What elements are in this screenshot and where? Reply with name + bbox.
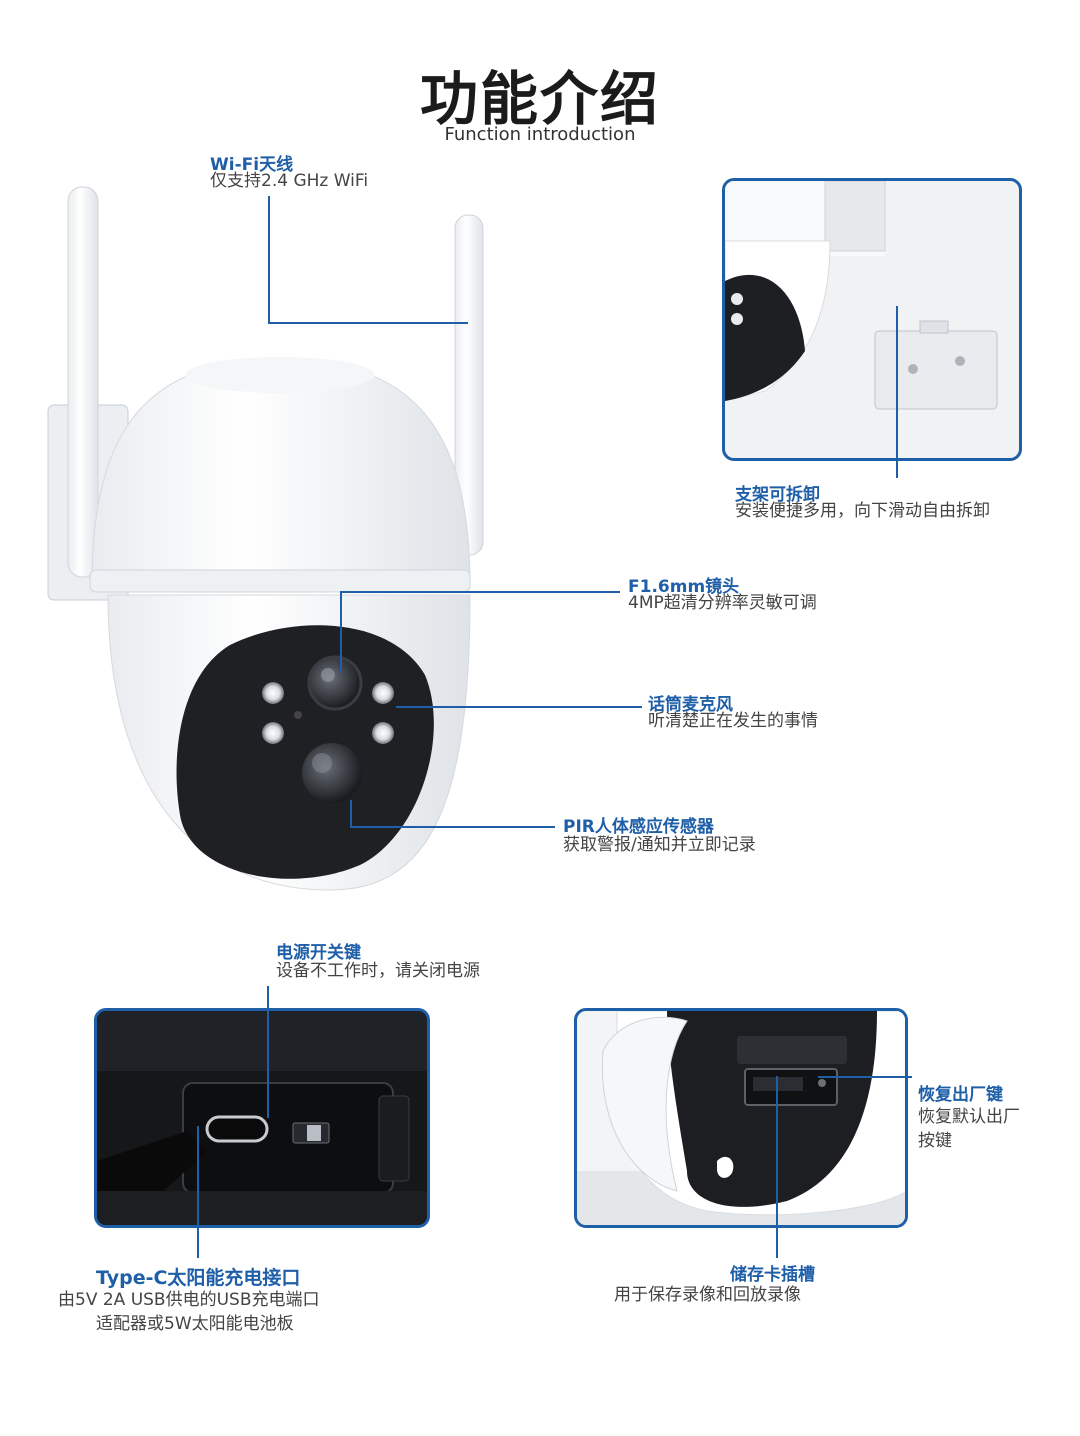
power-desc: 设备不工作时，请关闭电源 — [276, 961, 480, 981]
lens-title: F1.6mm镜头 — [628, 577, 740, 597]
wifi-title: Wi-Fi天线 — [210, 155, 294, 175]
lens-callout-line-v — [340, 591, 342, 673]
reset-desc-2: 按键 — [918, 1131, 952, 1151]
sdcard-panel — [574, 1008, 908, 1228]
page-subtitle: Function introduction — [444, 124, 636, 145]
typec-callout-line — [197, 1126, 199, 1258]
pir-callout-line-h — [350, 826, 555, 828]
camera-main-image — [30, 175, 510, 895]
power-callout-line — [267, 986, 269, 1118]
wifi-desc: 仅支持2.4 GHz WiFi — [210, 171, 369, 191]
lens-callout-line-h — [340, 591, 620, 593]
bracket-callout-line — [896, 306, 898, 478]
mic-title: 话筒麦克风 — [648, 695, 733, 715]
pir-title: PIR人体感应传感器 — [563, 817, 714, 837]
typec-title: Type-C太阳能充电接口 — [96, 1267, 301, 1289]
mic-callout-line — [396, 706, 642, 708]
typec-desc-2: 适配器或5W太阳能电池板 — [96, 1314, 294, 1334]
bracket-panel — [722, 178, 1022, 461]
power-title: 电源开关键 — [276, 943, 361, 963]
typec-desc-1: 由5V 2A USB供电的USB充电端口 — [58, 1290, 320, 1310]
reset-callout-line — [818, 1076, 912, 1078]
bracket-title: 支架可拆卸 — [735, 485, 820, 505]
sdcard-callout-line — [776, 1076, 778, 1258]
lens-desc: 4MP超清分辨率灵敏可调 — [628, 593, 817, 613]
reset-desc-1: 恢复默认出厂 — [918, 1107, 1020, 1127]
reset-title: 恢复出厂键 — [918, 1085, 1003, 1105]
wifi-callout-line — [268, 196, 270, 324]
bracket-desc: 安装便捷多用，向下滑动自由拆卸 — [735, 501, 990, 521]
sdcard-desc: 用于保存录像和回放录像 — [614, 1285, 801, 1305]
sdcard-title: 储存卡插槽 — [730, 1265, 815, 1285]
pir-callout-line-v — [350, 800, 352, 828]
typec-panel — [94, 1008, 430, 1228]
wifi-callout-line-h — [268, 322, 468, 324]
page-title: 功能介绍 — [419, 65, 660, 133]
pir-desc: 获取警报/通知并立即记录 — [563, 835, 756, 855]
mic-desc: 听清楚正在发生的事情 — [648, 711, 818, 731]
